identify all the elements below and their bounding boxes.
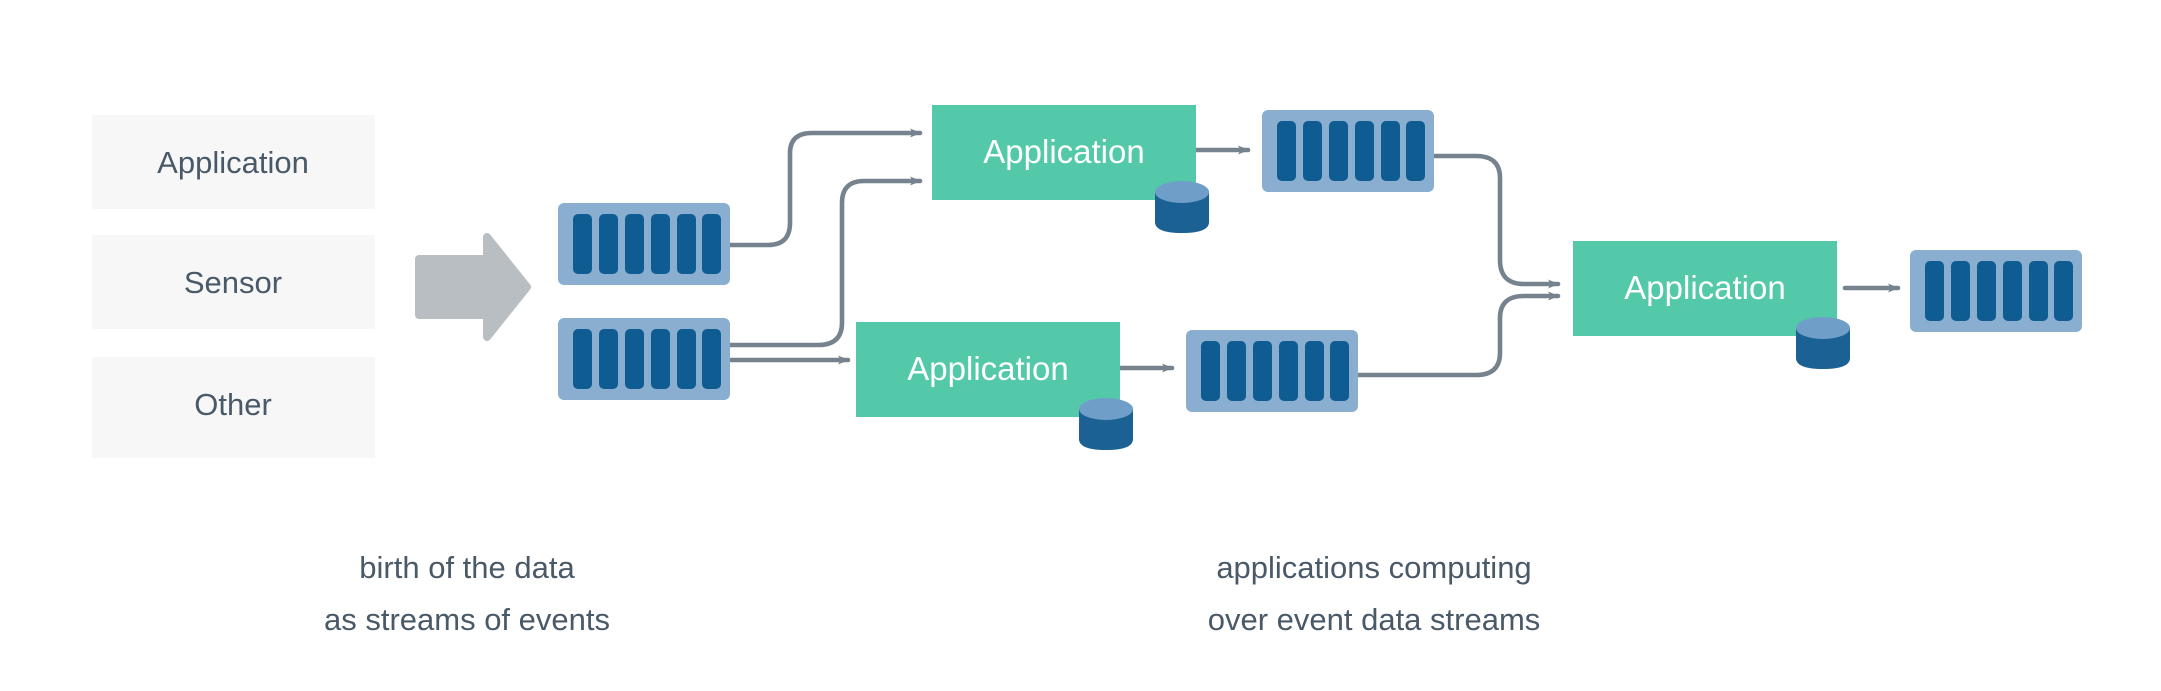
source-item-application[interactable]: Application xyxy=(92,115,375,209)
connector-stream-top-to-app-top xyxy=(727,128,923,248)
application-box xyxy=(856,322,1120,417)
connector-stream-mid-bottom-to-app-final xyxy=(1355,291,1561,378)
application-label: Application xyxy=(907,350,1068,387)
caption-line-2: over event data streams xyxy=(1208,602,1541,637)
source-item-sensor[interactable]: Sensor xyxy=(92,235,375,329)
caption-line-2: as streams of events xyxy=(324,602,610,637)
stream-bars xyxy=(573,214,721,274)
caption-birth-of-data: birth of the data as streams of events xyxy=(324,550,610,637)
application-node-final[interactable]: Application xyxy=(1573,241,1850,369)
source-box xyxy=(92,357,375,458)
stream-bars xyxy=(1201,341,1349,401)
event-stream-ingest-top[interactable] xyxy=(558,203,730,285)
database-icon xyxy=(1079,398,1133,450)
connector-stream-bottom-to-app-top xyxy=(727,176,923,348)
application-label: Application xyxy=(983,133,1144,170)
caption-line-1: birth of the data xyxy=(359,550,575,585)
caption-applications-computing: applications computing over event data s… xyxy=(1208,550,1541,637)
block-arrow-right-icon xyxy=(415,233,531,341)
event-stream-ingest-bottom[interactable] xyxy=(558,318,730,400)
ingest-arrow xyxy=(415,233,531,341)
caption-line-1: applications computing xyxy=(1216,550,1531,585)
application-label: Application xyxy=(1624,269,1785,306)
application-node-top[interactable]: Application xyxy=(932,105,1209,233)
event-stream-final-output[interactable] xyxy=(1910,250,2082,332)
source-item-other[interactable]: Other xyxy=(92,357,375,458)
database-icon xyxy=(1796,317,1850,369)
source-label: Application xyxy=(157,145,309,180)
source-label: Sensor xyxy=(184,265,282,300)
application-node-bottom[interactable]: Application xyxy=(856,322,1133,450)
stream-bars xyxy=(1925,261,2073,321)
stream-bars xyxy=(573,329,721,389)
source-label: Other xyxy=(194,387,272,422)
application-box xyxy=(932,105,1196,200)
application-box xyxy=(1573,241,1837,336)
event-stream-output-bottom[interactable] xyxy=(1186,330,1358,412)
source-box xyxy=(92,235,375,329)
stream-bars xyxy=(1277,121,1425,181)
connector-layer xyxy=(727,128,1901,378)
event-source-list: Application Sensor Other xyxy=(92,115,375,458)
source-box xyxy=(92,115,375,209)
event-stream-output-top[interactable] xyxy=(1262,110,1434,192)
database-icon xyxy=(1155,181,1209,233)
connector-stream-mid-top-to-app-final xyxy=(1431,153,1561,289)
